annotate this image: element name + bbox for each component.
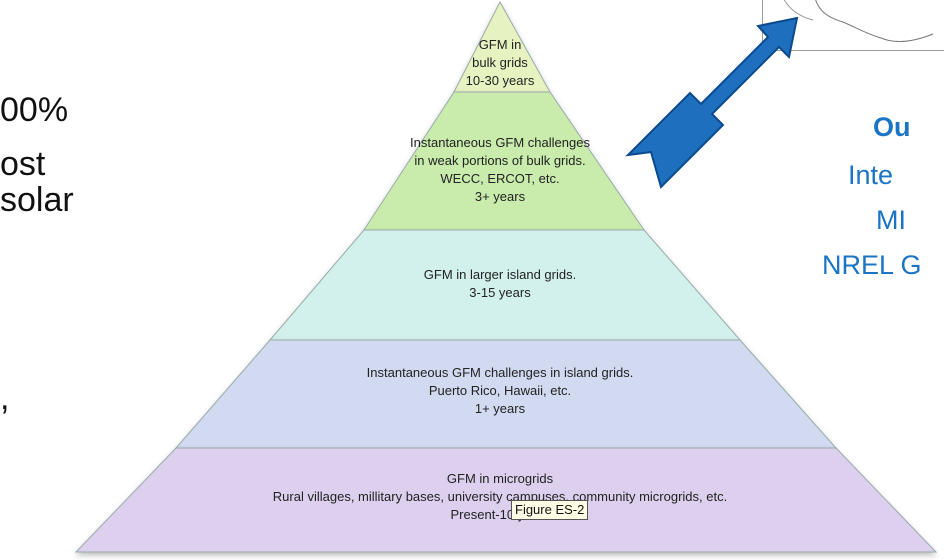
- tier-label-5: GFM in microgrids Rural villages, millit…: [80, 470, 920, 524]
- tier-4-line-2: Puerto Rico, Hawaii, etc.: [428, 383, 572, 398]
- tier-2-line-3: WECC, ERCOT, etc.: [440, 171, 560, 186]
- tier-1-line-1: GFM in: [478, 37, 522, 52]
- double-arrow-icon: [625, 16, 799, 189]
- map-outline-icon: [783, 0, 934, 42]
- tier-label-3: GFM in larger island grids. 3-15 years: [350, 266, 650, 302]
- tier-5-line-1: GFM in microgrids: [446, 471, 554, 486]
- tier-5-line-2: Rural villages, millitary bases, univers…: [272, 489, 728, 504]
- left-text-line-3: solar: [0, 181, 74, 219]
- left-text-line-4: ,: [0, 379, 10, 417]
- left-text-line-2: ost: [0, 145, 46, 183]
- tier-1-line-2: bulk grids: [472, 55, 528, 70]
- tier-2-line-2: in weak portions of bulk grids.: [414, 153, 586, 168]
- tier-label-1: GFM in bulk grids 10-30 years: [420, 36, 580, 90]
- right-text-line-2: Inte: [848, 160, 894, 190]
- tier-1-line-3: 10-30 years: [465, 73, 535, 88]
- tier-4-line-1: Instantaneous GFM challenges in island g…: [366, 365, 634, 380]
- tier-5-line-3: Present-10 years: [450, 507, 550, 522]
- tier-3-line-1: GFM in larger island grids.: [423, 267, 577, 282]
- right-text-line-4: NREL G: [822, 250, 922, 280]
- right-text-line-3: MI: [876, 205, 906, 235]
- pyramid-tier-5: [74, 447, 938, 553]
- tier-2-line-4: 3+ years: [474, 189, 526, 204]
- tier-2-line-1: Instantaneous GFM challenges: [410, 135, 590, 150]
- tier-label-4: Instantaneous GFM challenges in island g…: [300, 364, 700, 418]
- tier-label-2: Instantaneous GFM challenges in weak por…: [370, 134, 630, 206]
- tier-4-line-3: 1+ years: [474, 401, 526, 416]
- tier-3-line-2: 3-15 years: [469, 285, 531, 300]
- figure-tooltip: Figure ES-2: [511, 500, 589, 520]
- left-text-line-1: 00%: [0, 91, 69, 129]
- right-text-line-1: Ou: [873, 112, 911, 142]
